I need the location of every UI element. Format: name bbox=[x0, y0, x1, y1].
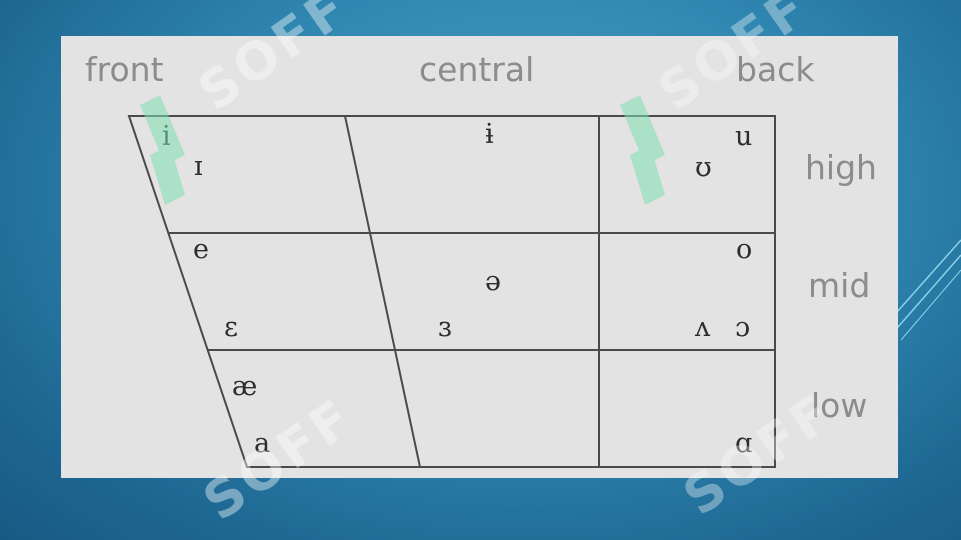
vowel-ash: æ bbox=[232, 371, 258, 402]
vowel-u: u bbox=[735, 121, 753, 152]
vowel-open-o: ɔ bbox=[735, 312, 751, 343]
vowel-o: o bbox=[736, 234, 753, 265]
watermark-logo-right bbox=[620, 95, 665, 205]
gridline-front-central bbox=[344, 115, 421, 468]
vowel-small-i: ɪ bbox=[194, 151, 203, 182]
vowel-reversed-epsilon: ɜ bbox=[438, 312, 452, 343]
row-label-high: high bbox=[805, 148, 877, 187]
vowel-barred-i: ɨ bbox=[485, 119, 494, 150]
vowel-a: a bbox=[254, 428, 271, 459]
column-label-back: back bbox=[736, 50, 815, 89]
watermark-logo-left bbox=[140, 95, 185, 205]
vowel-epsilon: ɛ bbox=[224, 312, 238, 343]
vowel-trapezoid-grid bbox=[127, 115, 776, 468]
vowel-wedge: ʌ bbox=[695, 312, 711, 343]
vowel-upsilon: ʊ bbox=[695, 152, 712, 183]
vowel-chart: front central back high mid low i ɪ ɨ u … bbox=[61, 36, 898, 478]
column-label-central: central bbox=[419, 50, 535, 89]
vowel-e: e bbox=[193, 234, 209, 265]
row-label-mid: mid bbox=[808, 266, 871, 305]
column-label-front: front bbox=[85, 50, 164, 89]
vowel-schwa: ə bbox=[485, 266, 501, 297]
vowel-script-a: ɑ bbox=[735, 428, 753, 459]
row-label-low: low bbox=[811, 386, 868, 425]
